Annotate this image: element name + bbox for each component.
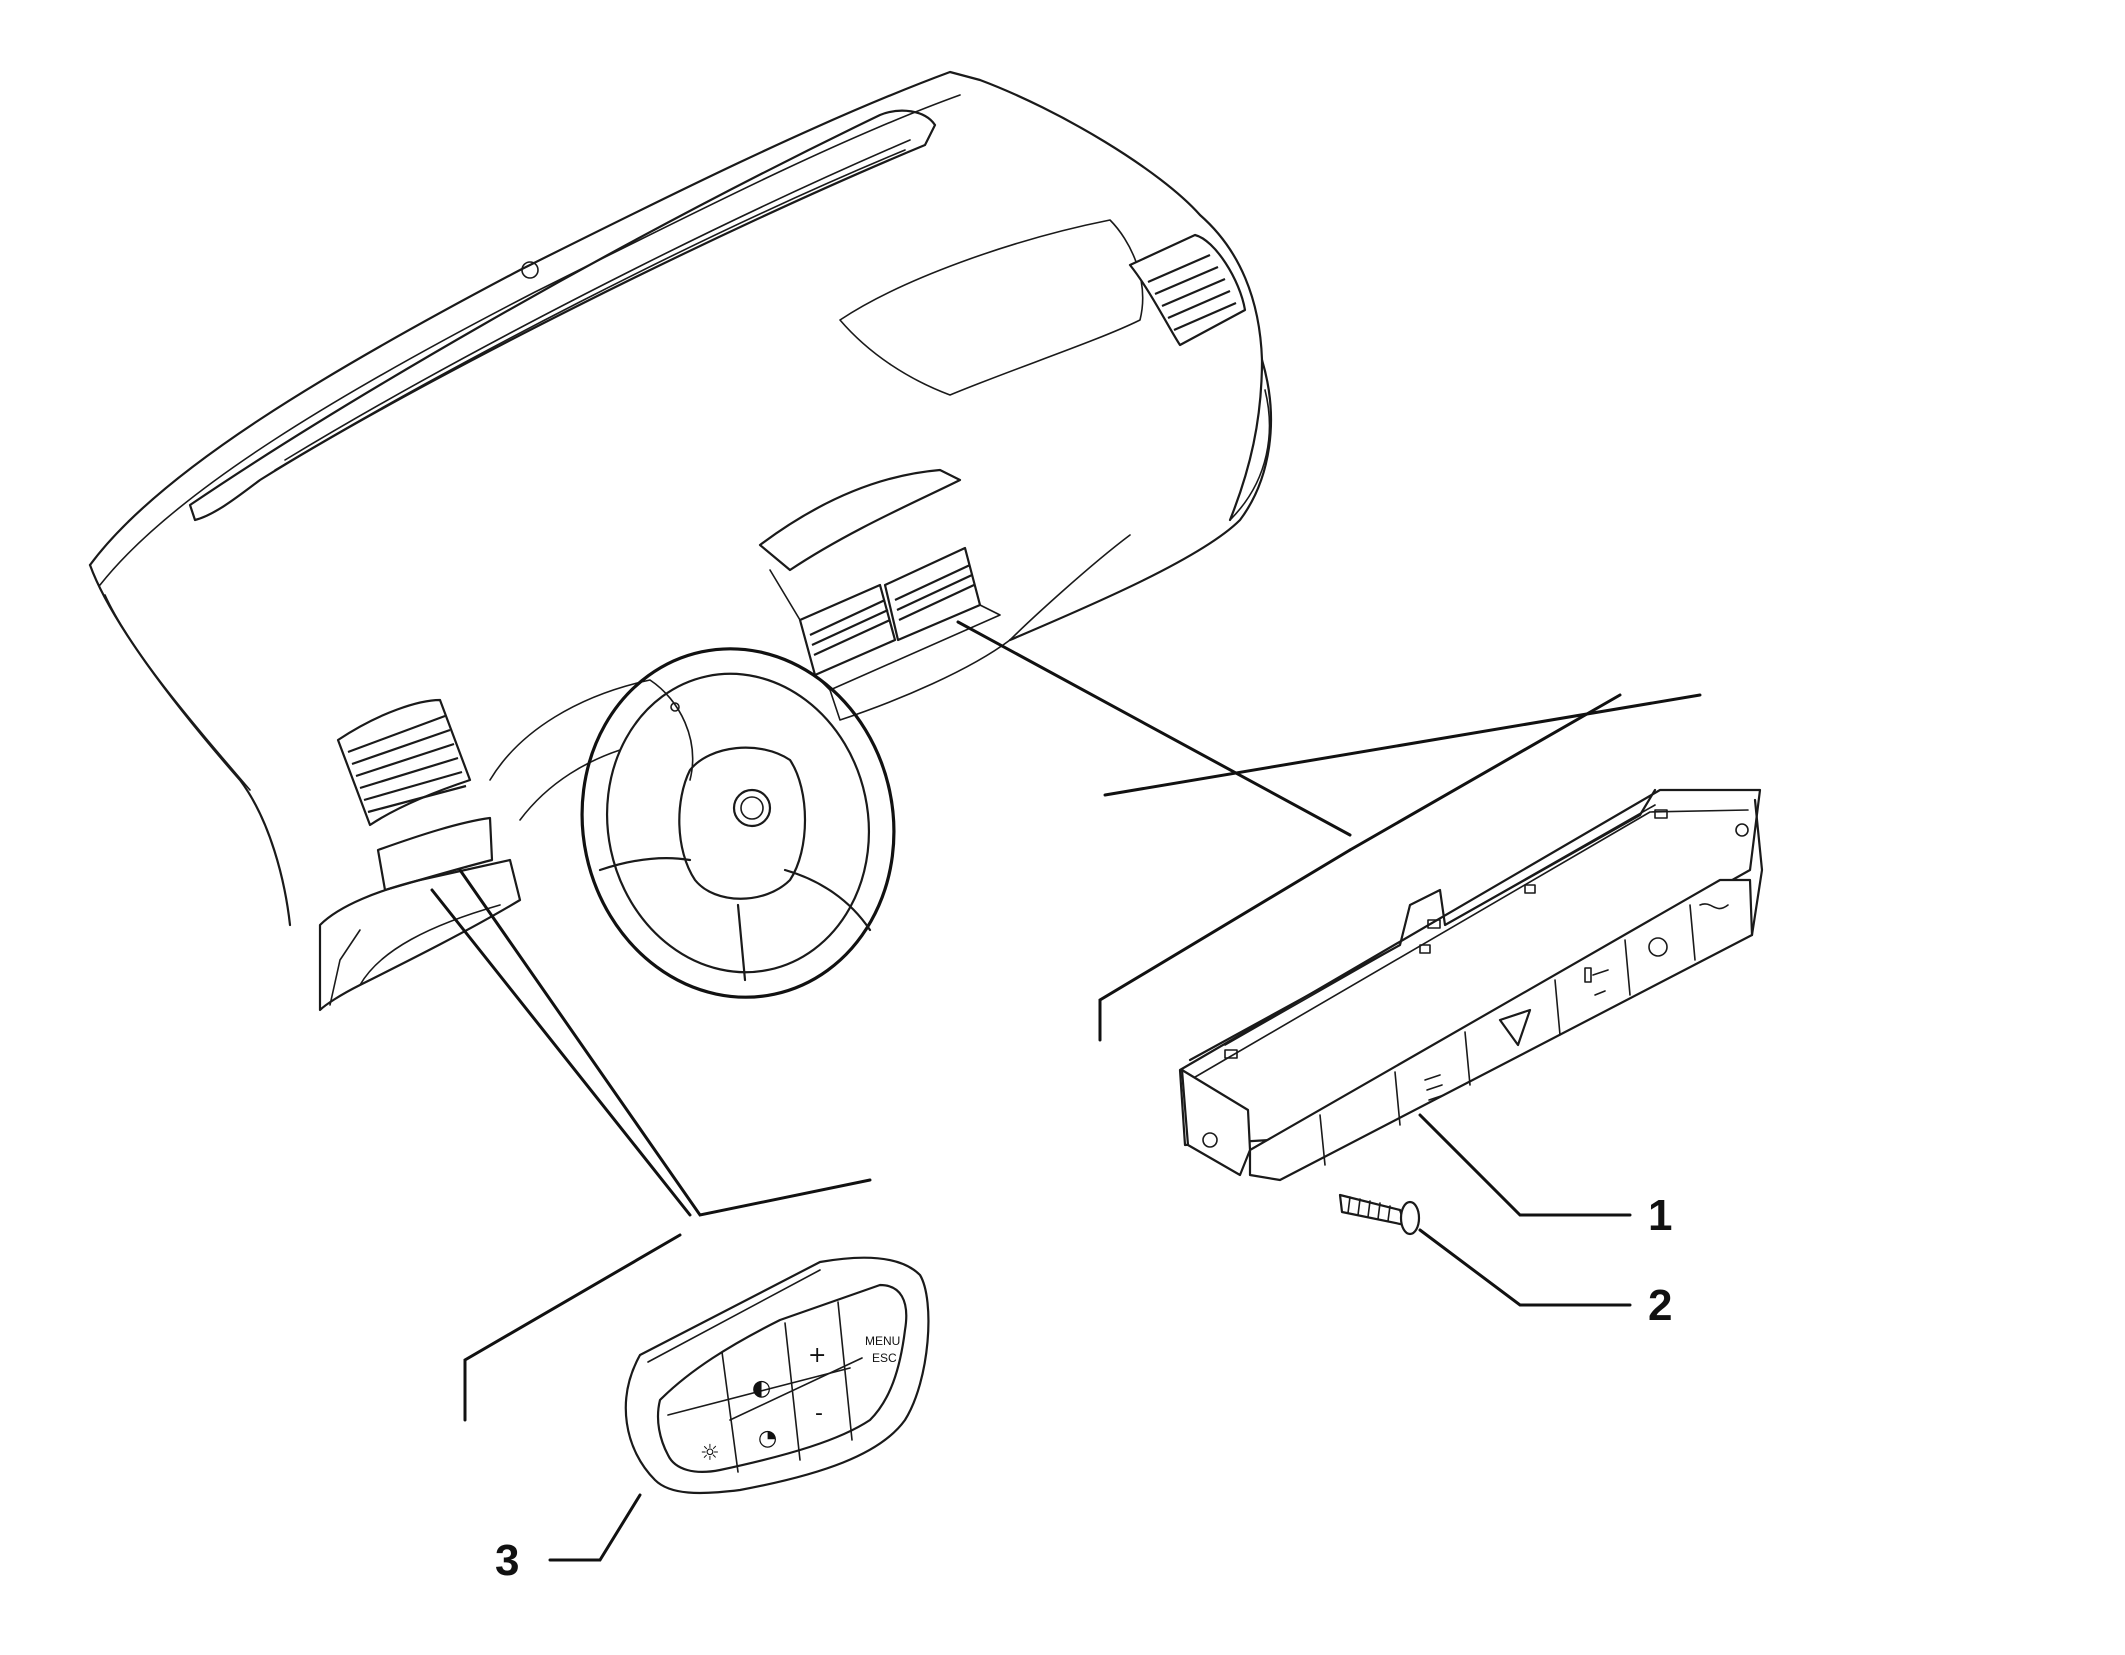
plus-button: + bbox=[808, 1343, 826, 1368]
sport-mode-icon bbox=[1699, 903, 1729, 910]
callout-1: 1 bbox=[1648, 1191, 1672, 1240]
minus-button: - bbox=[815, 1401, 823, 1426]
esc-label: ESC bbox=[872, 1351, 897, 1365]
defroster-vent bbox=[188, 109, 937, 522]
callout-3: 3 bbox=[495, 1536, 519, 1585]
hazard-icon bbox=[1498, 1008, 1532, 1047]
left-control-pad: ☼ ◐ ◔ + - MENU ESC bbox=[624, 1256, 930, 1495]
door-lock-icon bbox=[1584, 967, 1609, 996]
screw bbox=[1338, 1193, 1421, 1236]
fog-light-icon: ☼ bbox=[700, 1441, 720, 1466]
cluster-light-icon: ◐ bbox=[752, 1376, 771, 1401]
callout-labels: 1 2 3 bbox=[495, 1191, 1672, 1585]
leader-lines bbox=[430, 620, 1702, 1562]
right-air-vent bbox=[1128, 233, 1247, 347]
power-icon bbox=[1648, 937, 1668, 957]
dashboard-assembly bbox=[88, 70, 1273, 1012]
callout-2: 2 bbox=[1648, 1281, 1672, 1330]
center-air-vents bbox=[758, 468, 1011, 721]
trip-reset-icon: ◔ bbox=[758, 1426, 777, 1451]
left-air-vent bbox=[336, 698, 494, 892]
steering-wheel bbox=[580, 647, 896, 999]
center-switch-panel bbox=[1178, 788, 1764, 1182]
menu-label: MENU bbox=[865, 1334, 900, 1348]
rear-defrost-icon bbox=[1424, 1074, 1445, 1101]
